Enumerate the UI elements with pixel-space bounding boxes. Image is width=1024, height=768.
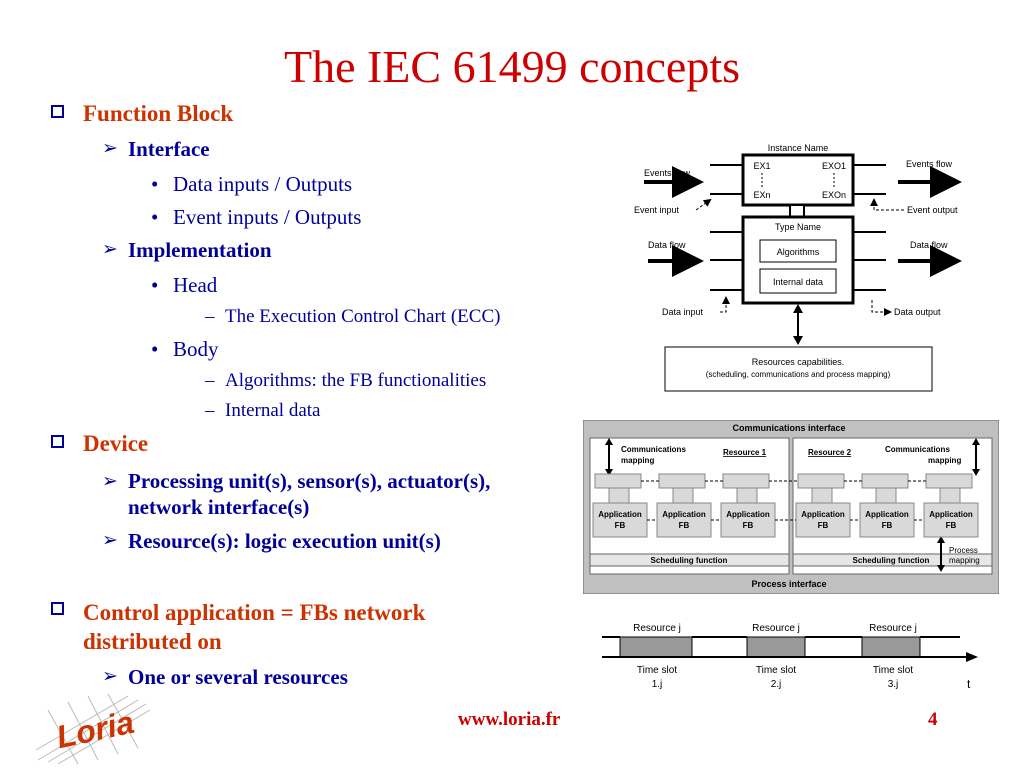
bullet-event-io: • Event inputs / Outputs [151,205,362,229]
page-number: 4 [928,709,938,730]
app-fb-4-label: Application [801,510,845,519]
bullet-resources: ➢ Resource(s): logic execution unit(s) [102,529,441,553]
process-interface-label: Process interface [751,579,826,589]
fb-events-flow-right: Events flow [906,159,953,169]
resource2-label: Resource 2 [808,448,852,457]
bullet-function-block: Function Block [51,101,233,127]
app-fb-3-fb: FB [743,521,754,530]
process-mapping-1: Process [949,546,978,555]
bullet-interface: ➢ Interface [102,137,210,161]
bullet-implementation: ➢ Implementation [102,238,272,262]
arrow-bullet-icon: ➢ [102,137,118,159]
loria-logo-text: Loria [53,704,137,755]
fb-internal-data: Internal data [773,277,823,287]
comm-mapping-right-2: mapping [928,456,961,465]
fb-exn: EXn [753,190,770,200]
app-fb-3-label: Application [726,510,770,519]
timeline-slot-3-label: Time slot [873,665,913,676]
fb-exon: EXOn [822,190,846,200]
fb-type-name: Type Name [775,222,821,232]
function-block-diagram: Instance Name EX1 EXO1 EXn EXOn Type Nam… [634,143,962,392]
dot-bullet-icon: • [151,337,159,361]
fb-data-flow-right: Data flow [910,240,948,250]
fb-resources-line2: (scheduling, communications and process … [706,370,891,379]
app-fb-1-label: Application [598,510,642,519]
app-fb-1-fb: FB [615,521,626,530]
fb-data-output: Data output [894,307,941,317]
timeline-slot-1-id: 1.j [652,679,663,690]
fb-instance-name: Instance Name [768,143,829,153]
fb-ex1: EX1 [753,161,770,171]
fb-event-output: Event output [907,205,958,215]
app-fb-5-fb: FB [882,521,893,530]
square-bullet-icon [51,602,64,615]
timeline-slot-2-label: Time slot [756,665,796,676]
fb-data-flow-left: Data flow [648,240,686,250]
timeline-resource-j-2: Resource j [752,623,800,634]
app-fb-5-label: Application [865,510,909,519]
app-fb-6-label: Application [929,510,973,519]
app-fb-6-fb: FB [946,521,957,530]
timeline-diagram: Resource j Resource j Resource j Time sl… [602,623,978,691]
bullet-device: Device [51,431,148,457]
fb-events-flow-left: Events flow [644,168,691,178]
dash-bullet-icon: – [205,370,215,391]
footer-url[interactable]: www.loria.fr [458,709,561,730]
dot-bullet-icon: • [151,172,159,196]
dash-bullet-icon: – [205,400,215,421]
comm-mapping-right-1: Communications [885,445,950,454]
app-fb-2-label: Application [662,510,706,519]
timeline-slot-1-label: Time slot [637,665,677,676]
comm-interface-label: Communications interface [732,423,845,433]
scheduling-left: Scheduling function [651,556,728,565]
comm-mapping-left-1: Communications [621,445,686,454]
loria-logo: Loria [35,693,151,765]
bullet-processing: ➢ Processing unit(s), sensor(s), actuato… [102,469,491,519]
bullet-algorithms: – Algorithms: the FB functionalities [205,370,487,391]
square-bullet-icon [51,105,64,118]
fb-exo1: EXO1 [822,161,846,171]
dot-bullet-icon: • [151,205,159,229]
scheduling-right: Scheduling function [853,556,930,565]
arrow-bullet-icon: ➢ [102,238,118,260]
fb-event-input: Event input [634,205,680,215]
bullet-ecc: – The Execution Control Chart (ECC) [205,306,501,327]
dot-bullet-icon: • [151,273,159,297]
timeline-resource-j-1: Resource j [633,623,681,634]
fb-resources-line1: Resources capabilities. [752,357,845,367]
arrow-bullet-icon: ➢ [102,470,118,492]
app-fb-2-fb: FB [679,521,690,530]
dash-bullet-icon: – [205,306,215,327]
arrow-bullet-icon: ➢ [102,665,118,687]
timeline-t-label: t [967,677,971,691]
timeline-slot-2-id: 2.j [771,679,782,690]
timeline-resource-j-3: Resource j [869,623,917,634]
resource1-label: Resource 1 [723,448,767,457]
bullet-control-application: Control application = FBs network distri… [51,598,425,656]
comm-mapping-left-2: mapping [621,456,654,465]
bullet-head: • Head [151,273,218,297]
arrow-bullet-icon: ➢ [102,529,118,551]
timeline-slot-3-id: 3.j [888,679,899,690]
process-mapping-2: mapping [949,556,980,565]
app-fb-4-fb: FB [818,521,829,530]
fb-data-input: Data input [662,307,704,317]
slide-title: The IEC 61499 concepts [283,41,741,92]
bullet-data-io: • Data inputs / Outputs [151,172,353,196]
device-diagram: Communications interface Process interfa… [583,420,999,594]
bullet-internal-data: – Internal data [205,400,321,421]
bullet-body: • Body [151,337,219,361]
square-bullet-icon [51,435,64,448]
fb-algorithms: Algorithms [777,247,820,257]
bullet-one-or-several: ➢ One or several resources [102,665,348,689]
